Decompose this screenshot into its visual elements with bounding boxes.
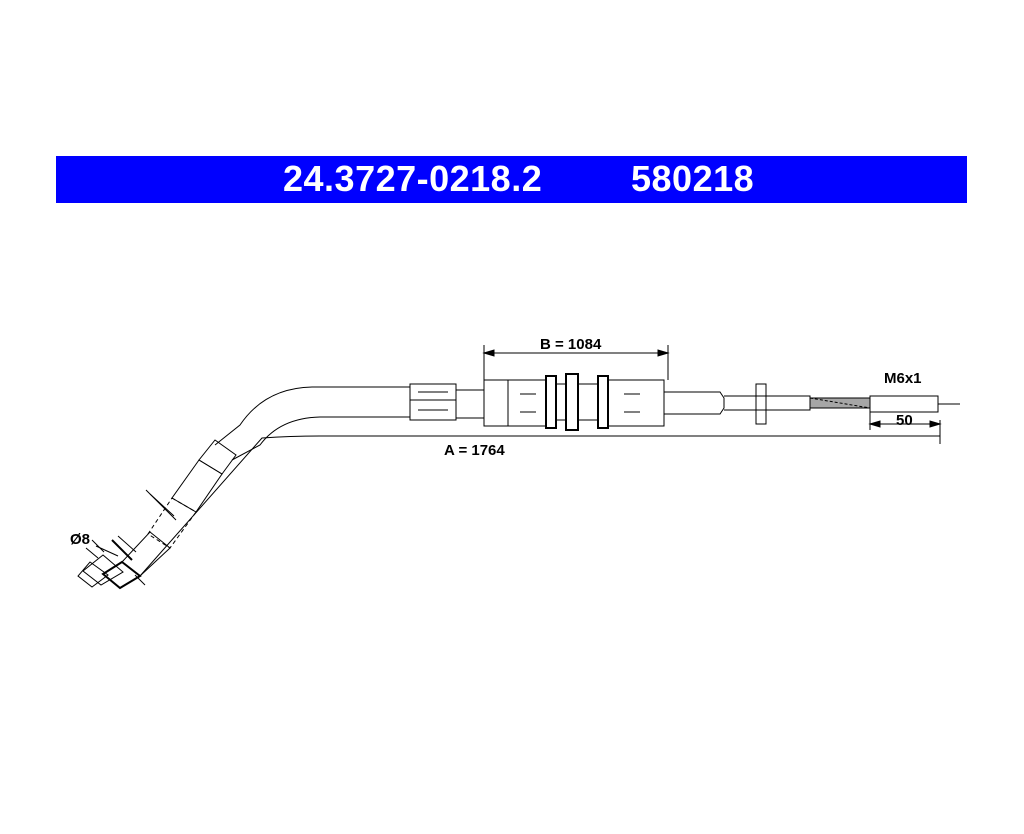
left-end-fitting: [77, 439, 237, 590]
diameter-label: Ø8: [70, 531, 90, 548]
dimension-a-line: [139, 435, 940, 577]
dimension-50: [868, 412, 942, 430]
dimension-b: [482, 345, 670, 380]
part-number: 24.3727-0218.2: [283, 158, 543, 199]
inner-cable: [724, 383, 960, 425]
diameter-leader: [95, 545, 119, 557]
title-banner: 24.3727-0218.2 580218: [56, 156, 967, 203]
adjuster-fitting: [409, 373, 725, 431]
cable-sheath-top: [214, 386, 410, 446]
dimension-a-label: A = 1764: [444, 442, 505, 459]
dimension-b-label: B = 1084: [540, 336, 602, 353]
cable-sheath-bottom: [231, 416, 410, 461]
thread-label: M6x1: [884, 370, 922, 387]
thread-length-label: 50: [896, 412, 913, 429]
reference-number: 580218: [631, 158, 755, 199]
